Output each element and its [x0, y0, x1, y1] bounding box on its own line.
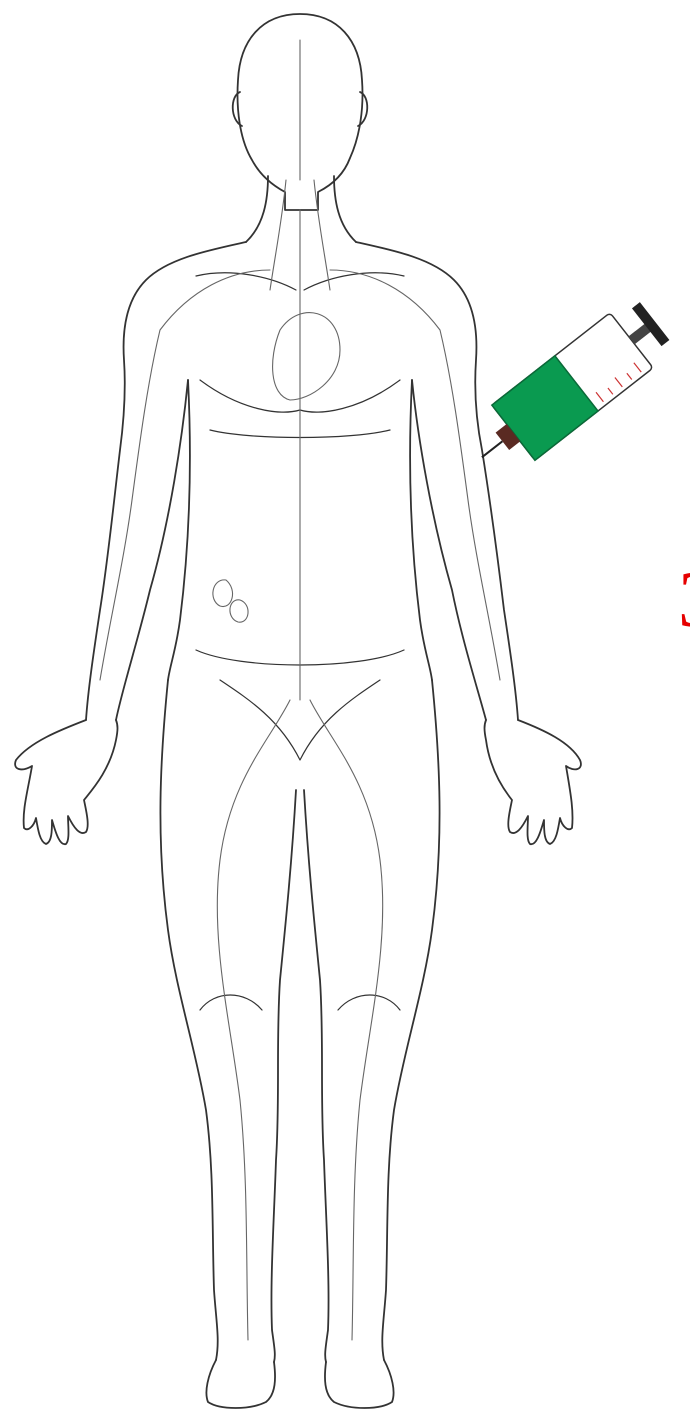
left-foot: [206, 1360, 275, 1408]
syringe-needle: [482, 441, 502, 457]
syringe-illustration: [460, 294, 676, 485]
left-hand: [15, 720, 117, 844]
inner-arm-left: [116, 380, 188, 720]
arm-vessels-right: [330, 270, 500, 680]
left-leg-outer: [160, 680, 217, 1360]
left-leg-inner: [271, 790, 296, 1362]
right-foot: [325, 1360, 394, 1408]
kidney-loops: [213, 580, 248, 622]
blood-vessels: [100, 40, 500, 1340]
human-body-outline: [15, 14, 581, 1408]
right-hand: [485, 720, 581, 844]
right-leg-inner: [304, 790, 329, 1362]
figure-marker-label: 3: [678, 560, 690, 640]
right-leg-outer: [382, 680, 439, 1360]
neck-outline: [246, 176, 356, 242]
inner-arm-right: [412, 380, 486, 720]
heart-outline: [273, 313, 340, 400]
knee-outlines: [200, 995, 400, 1010]
arm-vessels-left: [100, 270, 270, 680]
